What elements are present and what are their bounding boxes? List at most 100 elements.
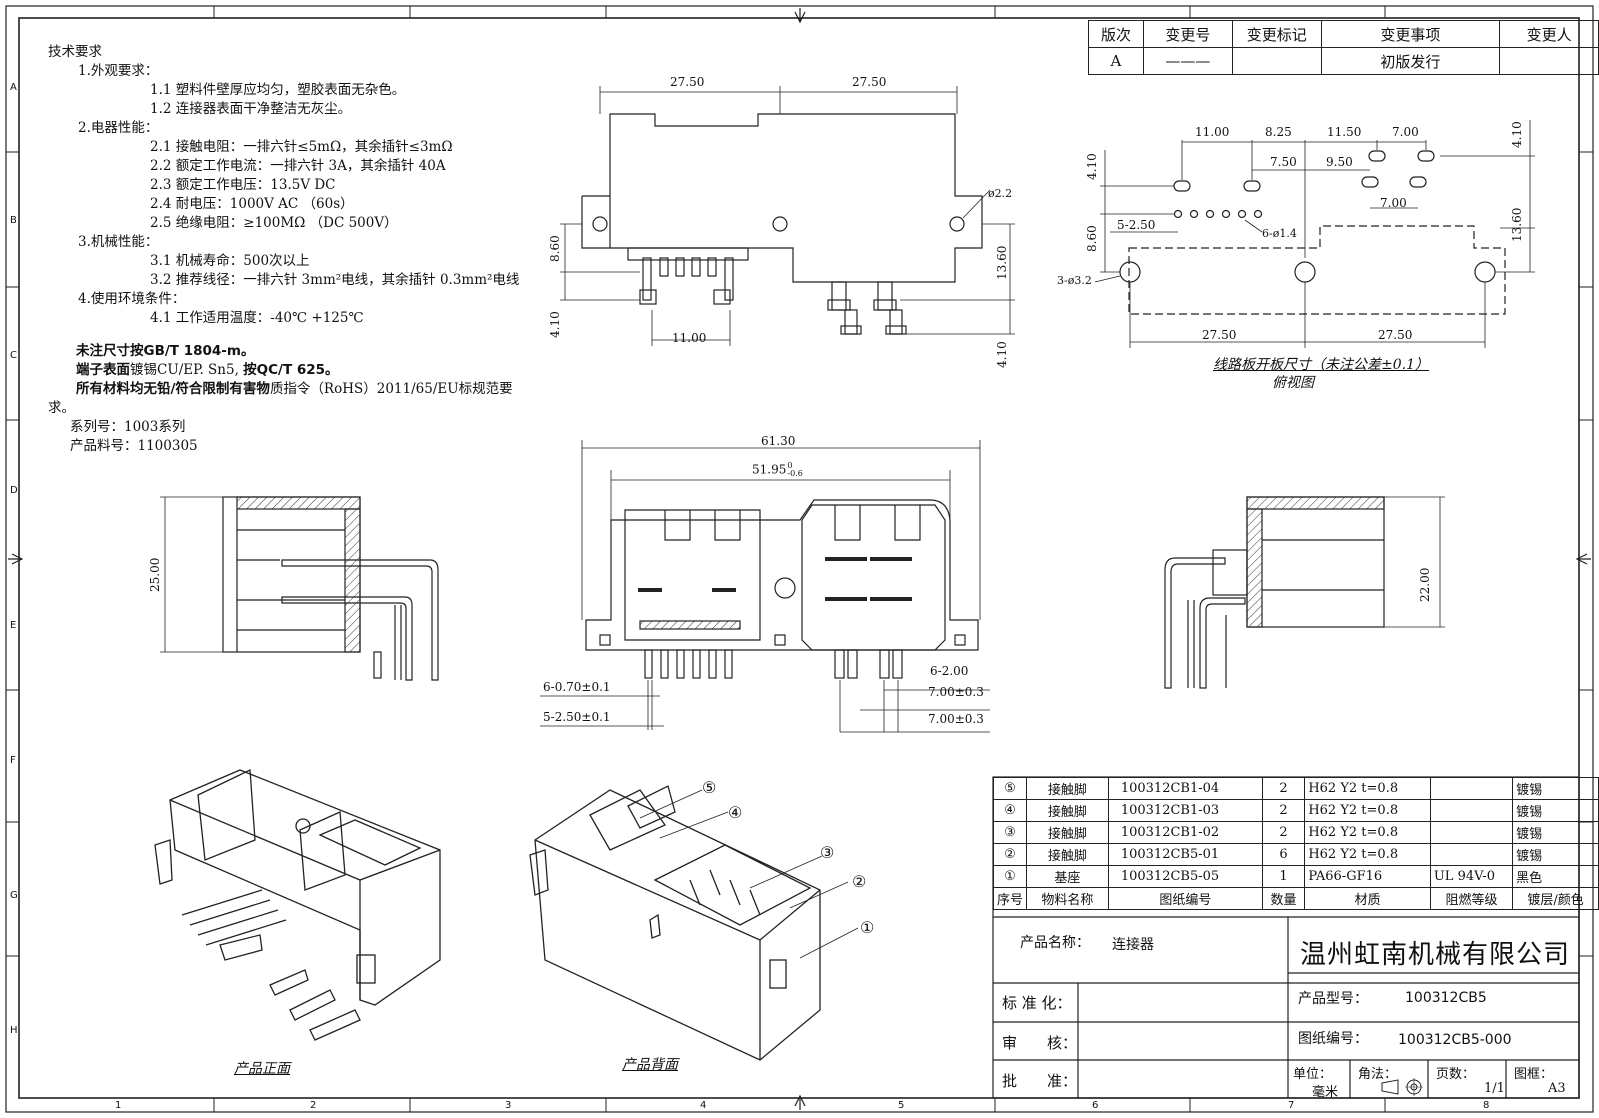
drawing-no-label: 图纸编号： [1298,1031,1368,1047]
center-mark-right [1575,553,1591,565]
dim-label: 8.60 [548,235,562,262]
row-label: E [10,620,17,631]
dim-label: 27.50 [852,75,887,89]
dim-label: 4.10 [995,341,1009,368]
angle-label: 角法： [1358,1067,1398,1082]
dim-label: 11.00 [672,331,707,345]
revision-table: 版次 变更号 变更标记 变更事项 变更人 A ——— 初版发行 [1088,20,1599,75]
left-side-view [160,496,439,681]
top-view [560,86,1015,346]
balloon-2: ② [852,872,867,891]
technical-requirements: 技术要求 1.外观要求： 1.1 塑料件壁厚应均匀，塑胶表面无杂色。 1.2 连… [48,43,519,456]
balloon-4: ④ [728,803,743,822]
dim-label: 22.00 [1418,567,1432,602]
req-line: 1.1 塑料件壁厚应均匀，塑胶表面无杂色。 [150,82,406,98]
dim-label: 11.50 [1327,125,1362,139]
dim-label: 4.10 [548,311,562,338]
note-plating: 端子表面镀锡CU/EP. Sn5, 按QC/T 625。 [76,362,339,378]
col-label: 7 [1288,1100,1295,1111]
pcb-caption: 线路板开板尺寸（未注公差±0.1） [1213,357,1429,373]
col-label: 2 [310,1100,317,1111]
page-value: 1/1 [1484,1081,1505,1096]
req-line: 1.2 连接器表面干净整洁无灰尘。 [150,101,352,117]
model-number: 100312CB5 [1405,990,1487,1006]
company-name: 温州虹南机械有限公司 [1300,940,1571,970]
col-label: 6 [1092,1100,1099,1111]
dim-label: 6-0.70±0.1 [543,680,611,694]
dim-label: 6-2.00 [930,664,969,678]
dim-label: 3-ø3.2 [1057,274,1092,287]
row-label: A [10,82,17,93]
iso-back-view [529,785,859,1061]
col-label: 4 [700,1100,707,1111]
page-label: 页数： [1436,1067,1476,1082]
dim-label: 9.50 [1326,155,1353,169]
approve-label: 批 准： [1002,1072,1078,1090]
row-label: G [10,890,18,901]
dim-label: 7.00 [1392,125,1419,139]
standardization-label: 标 准 化： [1002,994,1072,1012]
size-label: 图框： [1514,1067,1554,1082]
dim-label: 13.60 [1510,207,1524,242]
balloon-1: ① [860,918,875,937]
front-view [540,440,990,733]
req-line: 2.2 额定工作电流：一排六针 3A，其余插针 40A [150,158,446,174]
col-label: 5 [898,1100,905,1111]
bom-header-row: 序号物料名称 图纸编号数量 材质阻燃等级镀层/颜色 [992,887,1599,910]
part-number: 产品料号：1100305 [70,438,198,454]
req-line: 2.4 耐电压：1000V AC （60s） [150,196,354,212]
req-line: 2.1 接触电阻：一排六针≤5mΩ，其余插针≤3mΩ [150,139,453,155]
size-value: A3 [1548,1081,1566,1096]
series-number: 系列号：1003系列 [70,419,186,435]
req-line: 3.1 机械寿命：500次以上 [150,253,310,269]
dim-label: 8.60 [1085,225,1099,252]
unit-label: 单位： [1293,1067,1333,1082]
right-side-view [1164,496,1445,689]
balloon-5: ⑤ [702,778,717,797]
note-rohs-wrap: 求。 [48,400,75,416]
row-label: B [10,215,17,226]
top-view-pins [639,257,907,335]
req-line: 4.1 工作适用温度：-40℃ +125℃ [150,310,364,326]
rev-header: 变更号 [1142,20,1233,48]
req-line: 4.使用环境条件： [78,291,186,307]
pcb-layout-view [1094,120,1535,348]
row-label: C [10,350,17,361]
border-ticks [6,6,1593,1112]
dim-label: ø2.2 [988,187,1013,200]
row-label: D [10,485,18,496]
req-line: 1.外观要求： [78,63,159,79]
req-line: 2.3 额定工作电压：13.5V DC [150,177,336,193]
title-block-frame [992,776,1580,1099]
dim-label: 8.25 [1265,125,1292,139]
rev-header: 版次 [1088,20,1144,48]
rev-cell [1231,47,1322,75]
drawing-number: 100312CB5-000 [1398,1032,1512,1048]
dim-label: 7.00 [1380,196,1407,210]
req-line: 3.2 推荐线径：一排六针 3mm²电线，其余插针 0.3mm²电线 [150,272,520,288]
iso-front-view [154,768,441,1041]
dim-label: 27.50 [670,75,705,89]
rev-header: 变更事项 [1320,20,1501,48]
rev-header: 变更人 [1499,20,1599,48]
dim-label: 7.00±0.3 [928,685,984,699]
rev-cell [1499,47,1599,75]
col-label: 8 [1483,1100,1490,1111]
balloon-3: ③ [820,843,835,862]
center-mark-top [794,8,806,24]
note-rohs: 所有材料均无铅/符合限制有害物质指令（RoHS）2011/65/EU标规范要 [76,381,513,397]
rev-cell: ——— [1142,47,1233,75]
front-caption: 产品正面 [234,1061,290,1077]
dim-label: 11.00 [1195,125,1230,139]
review-label: 审 核： [1002,1034,1078,1052]
back-caption: 产品背面 [622,1057,678,1073]
center-mark-bottom [794,1094,806,1110]
dim-label: 4.10 [1510,121,1524,148]
